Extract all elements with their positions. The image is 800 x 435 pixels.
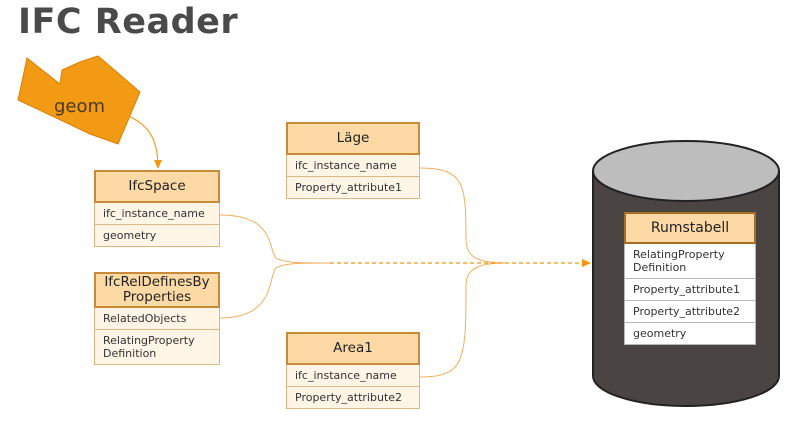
attribute-row: geometry — [94, 225, 220, 247]
attribute-row: Property_attribute2 — [286, 387, 420, 409]
entity-ifcspace: IfcSpace ifc_instance_name geometry — [94, 170, 220, 247]
wire-area1 — [419, 262, 506, 378]
entity-title: Rumstabell — [624, 212, 756, 244]
entity-title: IfcRelDefinesBy Properties — [94, 272, 220, 308]
geom-label: geom — [54, 96, 106, 117]
attribute-row: ifc_instance_name — [94, 203, 220, 225]
entity-title: Läge — [286, 122, 420, 155]
attribute-row: geometry — [624, 323, 756, 345]
entity-title-line2: Properties — [122, 289, 192, 305]
entity-title-line1: IfcRelDefinesBy — [104, 274, 210, 290]
attribute-row: Property_attribute1 — [624, 279, 756, 301]
entity-title: Area1 — [286, 332, 420, 365]
wire-relatedobjects — [219, 262, 331, 319]
attribute-row: Property_attribute2 — [624, 301, 756, 323]
entity-title: IfcSpace — [94, 170, 220, 203]
attribute-row: RelatingProperty Definition — [94, 330, 220, 365]
entity-rumstabell: Rumstabell RelatingProperty Definition P… — [624, 212, 756, 345]
wire-lage — [419, 167, 506, 264]
attribute-row: ifc_instance_name — [286, 365, 420, 387]
entity-ifcreldefinesbyproperties: IfcRelDefinesBy Properties RelatedObject… — [94, 272, 220, 365]
attribute-row: RelatingProperty Definition — [624, 244, 756, 279]
attribute-row: ifc_instance_name — [286, 155, 420, 177]
entity-lage: Läge ifc_instance_name Property_attribut… — [286, 122, 420, 199]
attribute-row: Property_attribute1 — [286, 177, 420, 199]
entity-area1: Area1 ifc_instance_name Property_attribu… — [286, 332, 420, 409]
page-title: IFC Reader — [18, 2, 239, 42]
attribute-row: RelatedObjects — [94, 308, 220, 330]
